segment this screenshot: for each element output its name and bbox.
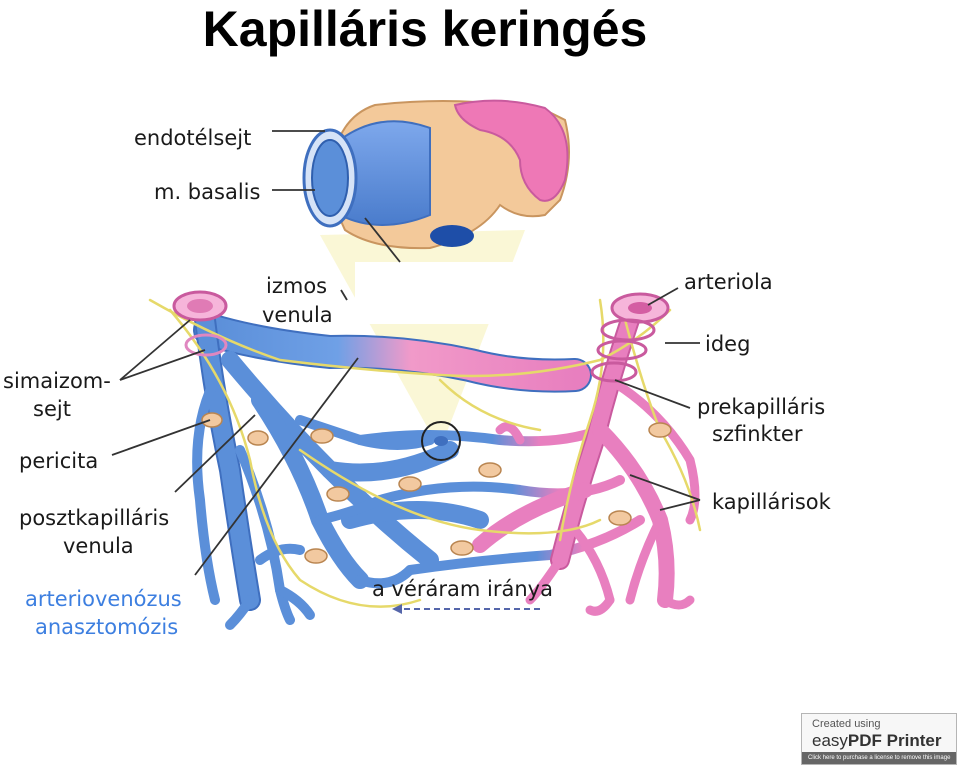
flow-direction-arrow <box>392 604 540 614</box>
label-pericita: pericita <box>19 449 99 473</box>
label-endotelsejt: endotélsejt <box>134 126 252 150</box>
watermark-license-link[interactable]: Click here to purchase a license to remo… <box>802 752 956 764</box>
page-title: Kapilláris keringés <box>202 1 648 57</box>
label-simaizom-2: sejt <box>33 397 71 421</box>
label-kapillarisok: kapillárisok <box>712 490 831 514</box>
highlight-circle <box>421 421 461 461</box>
label-posztkapillaris-2: venula <box>63 534 134 558</box>
capillary-cross-section <box>302 99 570 250</box>
label-anasztomozis: anasztomózis <box>35 615 179 639</box>
label-prekapillaris-2: szfinkter <box>712 422 803 446</box>
label-m-basalis: m. basalis <box>154 180 261 204</box>
label-veraram-iranya: a véráram iránya <box>372 577 553 601</box>
label-arteriola: arteriola <box>684 270 773 294</box>
label-arteriovenozus: arteriovenózus <box>25 587 182 611</box>
label-prekapillaris-1: prekapilláris <box>697 395 826 419</box>
watermark-line1: Created using <box>812 718 881 730</box>
easypdf-watermark[interactable]: Created using easyPDF Printer Click here… <box>801 713 957 765</box>
vessel-network <box>148 298 702 630</box>
label-venula-top: venula <box>262 303 333 327</box>
label-izmos: izmos <box>266 274 328 298</box>
watermark-logo: easyPDF Printer <box>812 731 942 750</box>
label-simaizom-1: simaizom- <box>3 369 111 393</box>
label-ideg: ideg <box>705 332 751 356</box>
pericytes <box>201 412 672 564</box>
smooth-muscle-rings <box>184 318 656 383</box>
label-posztkapillaris-1: posztkapilláris <box>19 506 170 530</box>
leader-lines <box>111 130 701 576</box>
